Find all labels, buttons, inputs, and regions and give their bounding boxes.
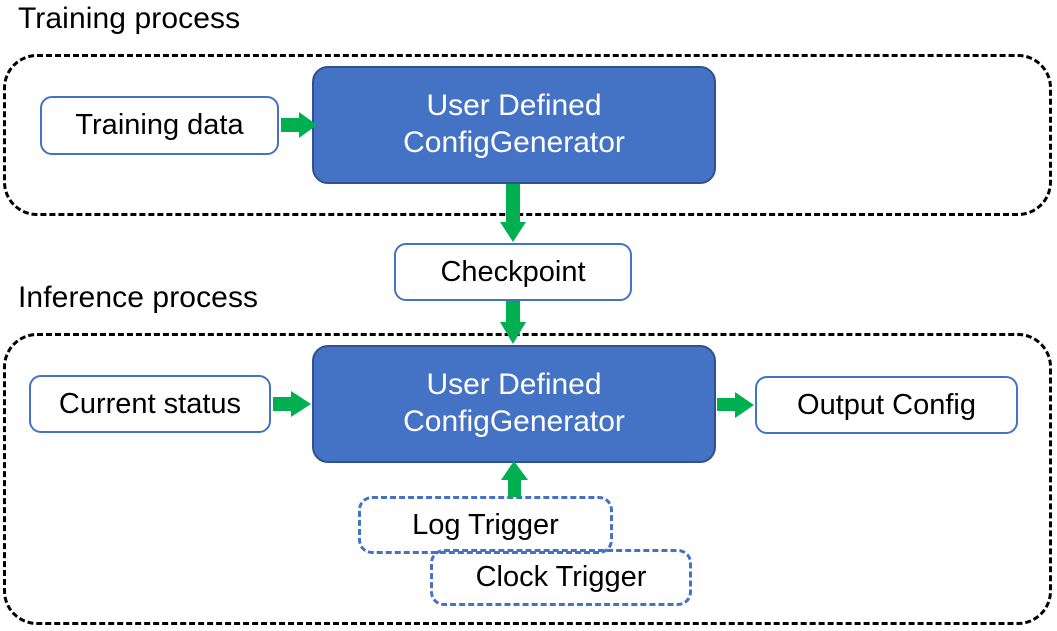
checkpoint-node[interactable]: Checkpoint	[394, 243, 632, 301]
current-status-node[interactable]: Current status	[29, 375, 271, 433]
training-config-generator-node[interactable]: User Defined ConfigGenerator	[312, 66, 716, 184]
training-data-node[interactable]: Training data	[40, 96, 279, 155]
inference-config-generator-line1: User Defined	[426, 368, 602, 402]
training-config-generator-line1: User Defined	[426, 89, 602, 123]
log-trigger-node[interactable]: Log Trigger	[358, 496, 613, 554]
inference-process-caption: Inference process	[18, 281, 259, 314]
inference-config-generator-line2: ConfigGenerator	[403, 405, 625, 438]
inference-process-container	[3, 333, 1052, 625]
clock-trigger-node[interactable]: Clock Trigger	[430, 549, 692, 606]
output-config-node[interactable]: Output Config	[755, 376, 1018, 434]
inference-config-generator-node[interactable]: User Defined ConfigGenerator	[312, 345, 716, 463]
training-process-container	[3, 54, 1052, 216]
training-config-generator-line2: ConfigGenerator	[403, 126, 625, 159]
training-process-caption: Training process	[18, 2, 241, 35]
